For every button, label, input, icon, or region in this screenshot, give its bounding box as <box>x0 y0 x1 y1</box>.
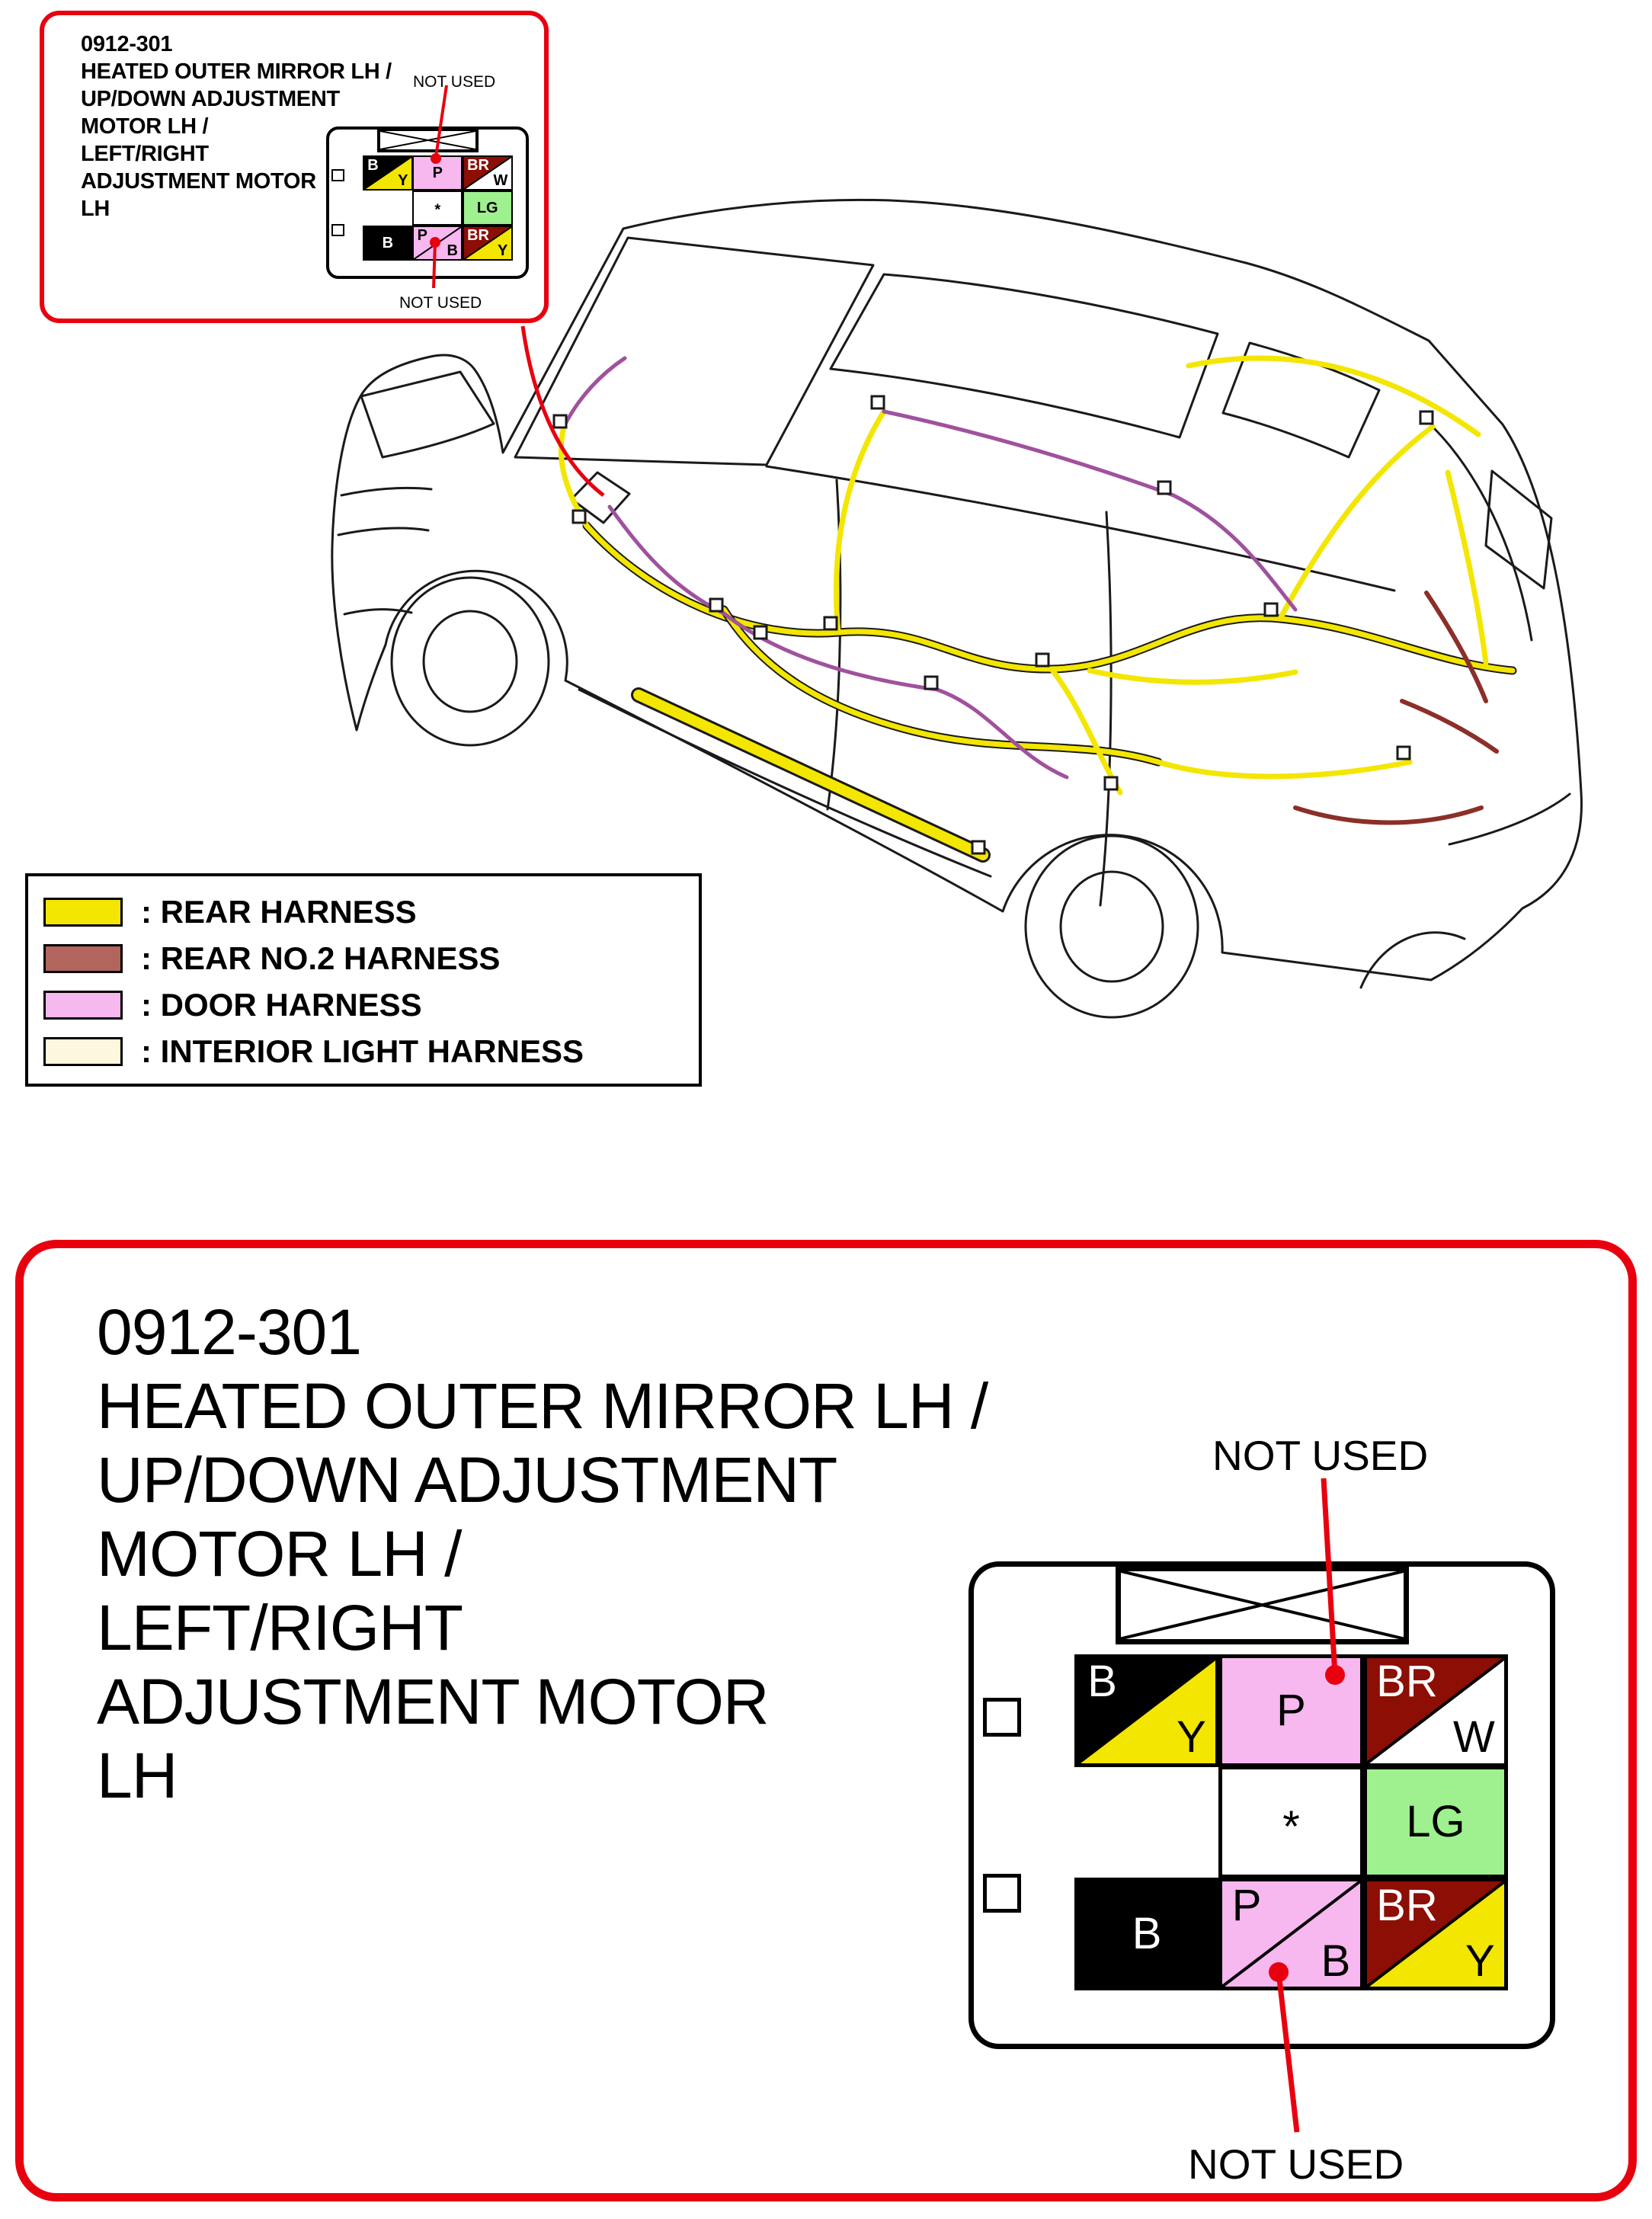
pin-label: BR <box>467 226 489 244</box>
pin-cell-br-y: BR Y <box>462 225 513 261</box>
pin-label: Y <box>1465 1936 1495 1987</box>
title-line: UP/DOWN ADJUSTMENT <box>81 87 340 111</box>
pin-cell-p: P <box>412 155 463 191</box>
pin-cell-br-y: BR Y <box>1362 1878 1509 1991</box>
pin-cell-lg: LG <box>462 190 513 226</box>
pin-grid: B Y P BR W * LG B <box>362 155 513 261</box>
rear-no2-harness-lines <box>1293 591 1499 825</box>
pin-label: P <box>432 165 443 182</box>
pin-cell-not-used: * <box>1218 1766 1364 1879</box>
connector-pinout-small: B Y P BR W * LG B <box>326 126 529 279</box>
connector-keyway-icon <box>376 128 479 152</box>
title-line: HEATED OUTER MIRROR LH / <box>97 1370 988 1442</box>
harness-color-swatch <box>43 897 123 927</box>
pin-label: * <box>434 201 441 219</box>
pin-cell-lg: LG <box>1362 1766 1509 1879</box>
pin-label: * <box>1282 1802 1300 1852</box>
pin-label: BR <box>467 156 489 174</box>
pin-cell-br-w: BR W <box>1362 1654 1509 1767</box>
pin-cell-p-b: P B <box>412 225 463 261</box>
pin-cell-b-y: B Y <box>1074 1654 1220 1767</box>
title-line: LEFT/RIGHT <box>97 1592 463 1663</box>
pin-label: B <box>447 242 458 259</box>
rear-harness-lines <box>558 355 1517 863</box>
legend-item: : DOOR HARNESS <box>43 981 699 1028</box>
legend-item: : REAR HARNESS <box>43 889 699 935</box>
pin-label: Y <box>498 242 508 259</box>
pin-label: P <box>417 226 427 244</box>
connector-tab-icon <box>331 169 344 181</box>
pin-label: Y <box>398 171 408 189</box>
not-used-label-bottom: NOT USED <box>1188 2141 1404 2188</box>
pin-label: LG <box>476 199 498 216</box>
connector-code: 0912-301 <box>97 1296 362 1368</box>
title-line: HEATED OUTER MIRROR LH / <box>81 59 392 84</box>
pin-cell-not-used: * <box>412 190 463 226</box>
connector-tab-icon <box>983 1698 1022 1737</box>
legend-label: : REAR HARNESS <box>141 893 417 930</box>
connector-tab-icon <box>983 1873 1022 1913</box>
harness-color-swatch <box>43 943 123 973</box>
pin-label: B <box>1087 1657 1117 1707</box>
pin-label: B <box>1321 1936 1351 1987</box>
pin-label: W <box>1452 1712 1495 1763</box>
connector-pinout-large: B Y P BR W * LG B <box>968 1561 1555 2049</box>
pin-label: BR <box>1376 1881 1438 1930</box>
legend-item: : INTERIOR LIGHT HARNESS <box>43 1028 699 1074</box>
pin-label: BR <box>1376 1657 1438 1707</box>
connector-code: 0912-301 <box>81 32 173 56</box>
title-line: LH <box>81 197 110 221</box>
callout-small-title: 0912-301 HEATED OUTER MIRROR LH / UP/DOW… <box>81 30 392 223</box>
legend-label: : DOOR HARNESS <box>141 986 422 1023</box>
title-line: UP/DOWN ADJUSTMENT <box>97 1444 837 1516</box>
title-line: ADJUSTMENT MOTOR <box>97 1666 770 1737</box>
pin-label: B <box>367 156 379 174</box>
harness-legend: : REAR HARNESS : REAR NO.2 HARNESS : DOO… <box>25 873 702 1087</box>
not-used-label-bottom: NOT USED <box>399 294 482 312</box>
callout-large-title: 0912-301 HEATED OUTER MIRROR LH / UP/DOW… <box>97 1295 988 1813</box>
pin-grid: B Y P BR W * LG B <box>1074 1654 1509 1991</box>
harness-color-swatch <box>43 990 123 1020</box>
title-line: ADJUSTMENT MOTOR <box>81 169 316 194</box>
pin-label: B <box>382 234 394 251</box>
pin-cell-p-b: P B <box>1218 1878 1364 1991</box>
pin-cell-p: P <box>1218 1654 1364 1767</box>
door-harness-lines <box>562 356 1298 780</box>
pin-cell-b: B <box>1074 1878 1220 1991</box>
pin-label: P <box>1276 1685 1306 1735</box>
pin-label: W <box>493 171 508 189</box>
connector-markers <box>552 395 1434 855</box>
pin-label: LG <box>1406 1797 1465 1847</box>
title-line: LH <box>97 1740 178 1811</box>
pin-label: Y <box>1177 1712 1206 1763</box>
not-used-label-top: NOT USED <box>413 73 496 91</box>
callout-large: 0912-301 HEATED OUTER MIRROR LH / UP/DOW… <box>15 1240 1637 2201</box>
pin-cell-br-w: BR W <box>462 155 513 191</box>
pin-label: B <box>1132 1909 1162 1959</box>
title-line: MOTOR LH / <box>97 1518 463 1590</box>
title-line: MOTOR LH / <box>81 114 209 139</box>
pin-cell-b-y: B Y <box>362 155 413 191</box>
harness-color-swatch <box>43 1036 123 1066</box>
legend-item: : REAR NO.2 HARNESS <box>43 935 699 981</box>
pin-cell-b: B <box>362 225 413 261</box>
connector-keyway-icon <box>1115 1566 1409 1644</box>
callout-small: 0912-301 HEATED OUTER MIRROR LH / UP/DOW… <box>40 11 549 323</box>
connector-tab-icon <box>331 224 344 236</box>
legend-label: : INTERIOR LIGHT HARNESS <box>141 1033 584 1069</box>
pin-label: P <box>1231 1881 1262 1930</box>
legend-label: : REAR NO.2 HARNESS <box>141 940 501 976</box>
not-used-label-top: NOT USED <box>1212 1432 1429 1479</box>
title-line: LEFT/RIGHT <box>81 142 209 166</box>
